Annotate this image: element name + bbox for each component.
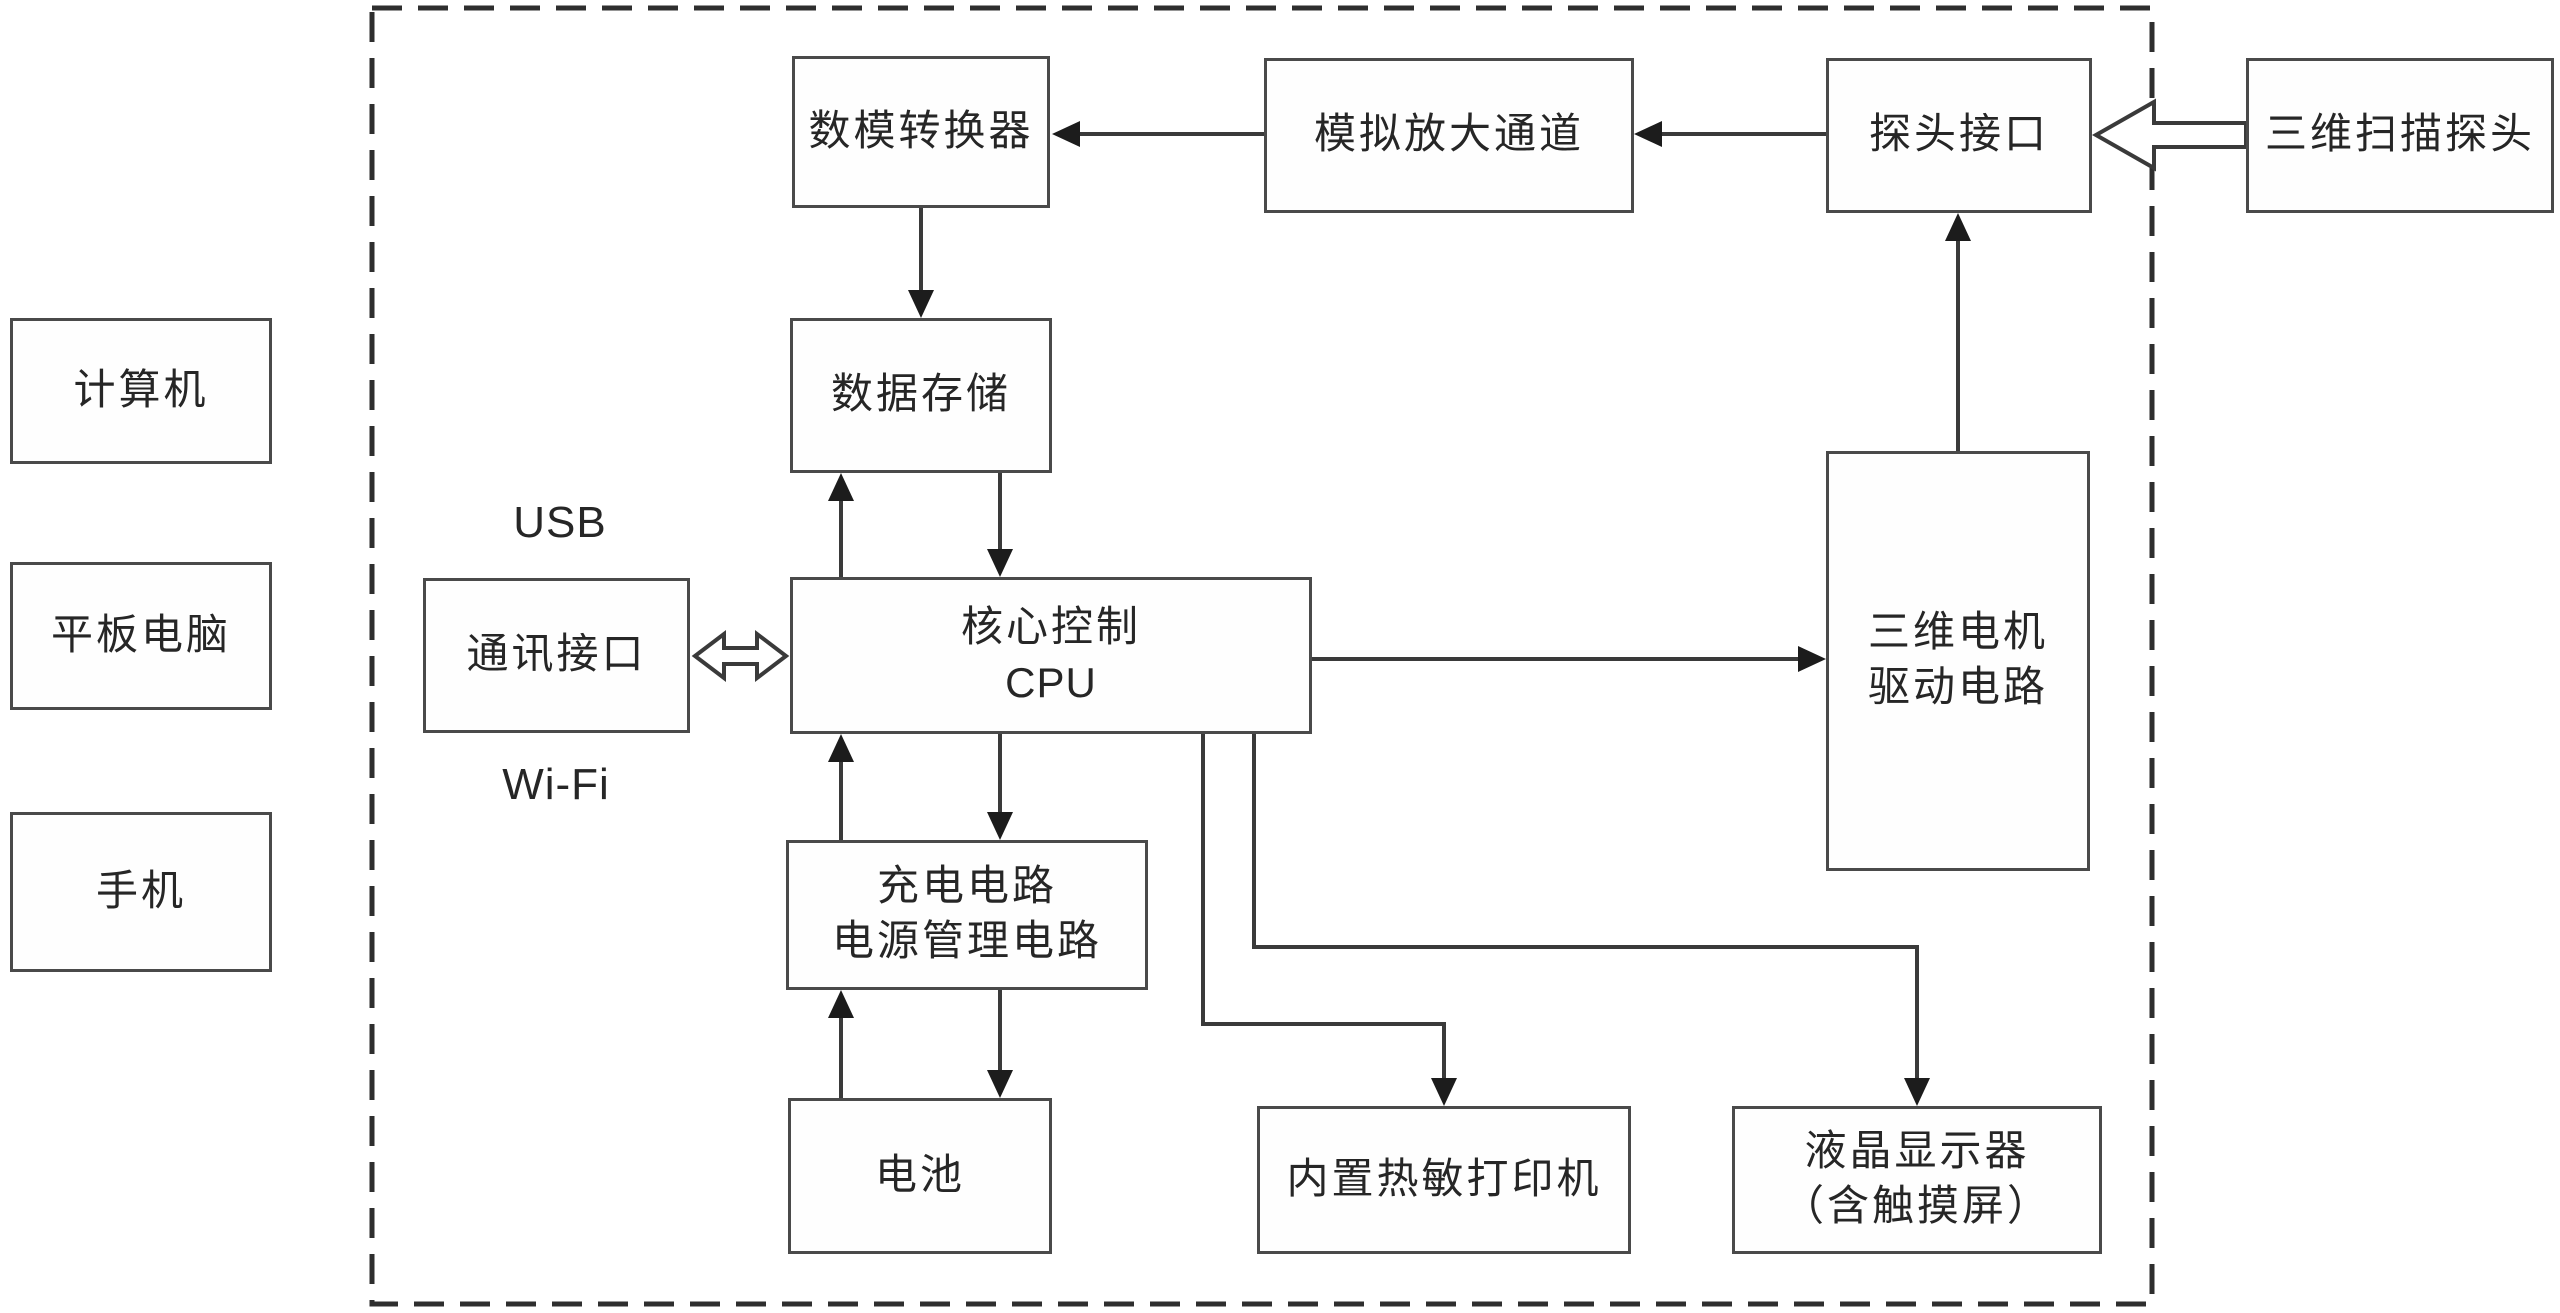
arrow-battery-to-power <box>828 990 854 1098</box>
node-amp-channel: 模拟放大通道 <box>1264 58 1634 213</box>
node-data-storage-label: 数据存储 <box>830 372 1011 419</box>
arrow-storage-to-cpu <box>987 473 1013 577</box>
block-arrow-comm-cpu <box>691 629 790 683</box>
node-comm-interface-label: 通讯接口 <box>466 632 647 679</box>
node-power-line1: 充电电路 <box>876 864 1057 911</box>
node-cpu-line1: 核心控制 <box>960 604 1141 651</box>
node-computer: 计算机 <box>10 318 272 464</box>
label-wifi: Wi-Fi <box>502 760 610 809</box>
node-tablet-label: 平板电脑 <box>50 612 231 659</box>
node-comm-interface: 通讯接口 <box>423 578 690 733</box>
node-scan-probe-label: 三维扫描探头 <box>2264 112 2535 159</box>
node-phone: 手机 <box>10 812 272 972</box>
block-arrow-probe-to-probeif <box>2091 98 2248 172</box>
node-thermal-printer: 内置热敏打印机 <box>1257 1106 1631 1254</box>
node-scan-probe: 三维扫描探头 <box>2246 58 2554 213</box>
node-power-line2: 电源管理电路 <box>831 919 1102 965</box>
arrow-cpu-to-power <box>987 734 1013 840</box>
node-probe-interface: 探头接口 <box>1826 58 2092 213</box>
node-data-storage: 数据存储 <box>790 318 1052 473</box>
arrow-power-to-cpu <box>828 734 854 840</box>
node-computer-label: 计算机 <box>73 367 209 414</box>
arrow-probeif-to-amp <box>1634 121 1826 147</box>
node-battery: 电池 <box>788 1098 1052 1254</box>
arrow-cpu-to-lcd <box>1252 734 1930 1106</box>
arrow-power-to-battery <box>987 990 1013 1098</box>
node-phone-label: 手机 <box>95 868 186 915</box>
node-cpu-line2: CPU <box>1005 658 1097 706</box>
arrow-cpu-to-printer <box>1201 734 1457 1106</box>
node-motor-driver-line2: 驱动电路 <box>1867 665 2048 711</box>
node-probe-interface-label: 探头接口 <box>1868 112 2049 159</box>
node-cpu: 核心控制 CPU <box>790 577 1312 734</box>
node-power-management: 充电电路 电源管理电路 <box>786 840 1148 990</box>
node-thermal-printer-label: 内置热敏打印机 <box>1286 1156 1602 1203</box>
node-amp-channel-label: 模拟放大通道 <box>1313 112 1584 159</box>
node-battery-label: 电池 <box>874 1152 965 1199</box>
arrow-cpu-to-storage <box>828 473 854 577</box>
arrow-motor-to-probeif <box>1945 213 1971 451</box>
system-boundary-dashed-rect <box>369 5 2155 1307</box>
node-tablet: 平板电脑 <box>10 562 272 710</box>
node-motor-driver-line1: 三维电机 <box>1867 610 2048 657</box>
node-motor-driver: 三维电机 驱动电路 <box>1826 451 2090 871</box>
arrow-cpu-to-motor <box>1312 646 1826 672</box>
arrow-amp-to-dac <box>1052 121 1264 147</box>
node-lcd-line1: 液晶显示器 <box>1804 1129 2030 1176</box>
node-lcd-line2: （含触摸屏） <box>1781 1184 2052 1230</box>
node-lcd: 液晶显示器 （含触摸屏） <box>1732 1106 2102 1254</box>
label-usb: USB <box>513 498 607 547</box>
node-dac: 数模转换器 <box>792 56 1050 208</box>
node-dac-label: 数模转换器 <box>808 108 1034 155</box>
arrow-dac-to-storage <box>908 208 934 318</box>
